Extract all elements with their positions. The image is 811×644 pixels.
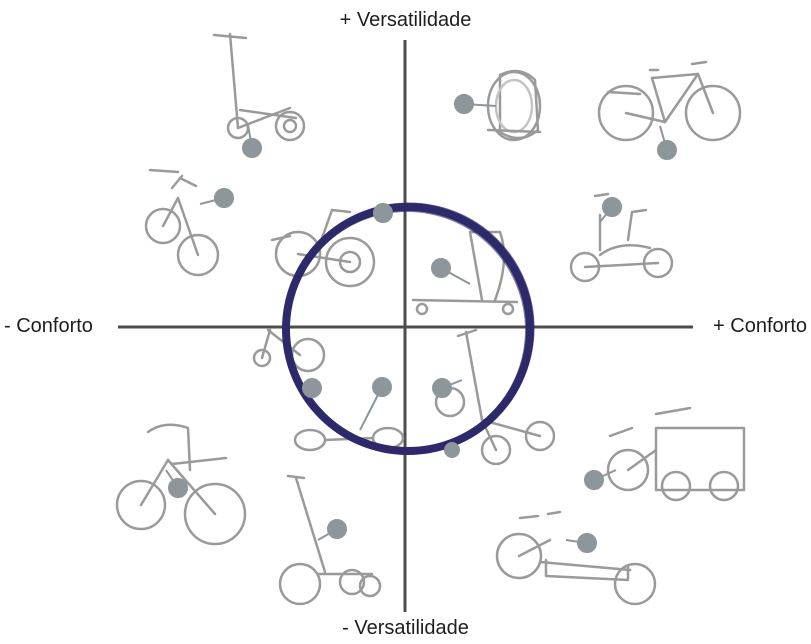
bicycle-icon xyxy=(599,62,740,140)
marker-recumbent-trike xyxy=(374,204,392,222)
axis-label-right: + Conforto xyxy=(713,316,807,336)
marker-seat-skateboard xyxy=(432,259,470,284)
marker-longtail-bike xyxy=(566,534,596,552)
stepper-scooter-icon xyxy=(214,34,304,140)
marker-bicycle xyxy=(658,126,676,159)
longtail-bike-icon xyxy=(497,512,655,604)
kids-bike-icon xyxy=(146,170,218,275)
marker-walking-bike xyxy=(166,470,187,497)
standing-scooter-icon xyxy=(280,476,380,604)
marker-kids-bike xyxy=(200,189,233,207)
marker-standing-scooter xyxy=(318,520,346,540)
axis-label-left: - Conforto xyxy=(4,316,93,336)
cargo-trike-icon xyxy=(608,408,744,500)
marker-recumbent-bike xyxy=(600,198,621,222)
marker-stepper-scooter xyxy=(243,125,261,157)
marker-rollator xyxy=(303,379,321,397)
marker-hoverboard xyxy=(360,378,391,430)
axis-label-bottom: - Versatilidade xyxy=(0,618,811,638)
axis-label-top: + Versatilidade xyxy=(0,10,811,30)
